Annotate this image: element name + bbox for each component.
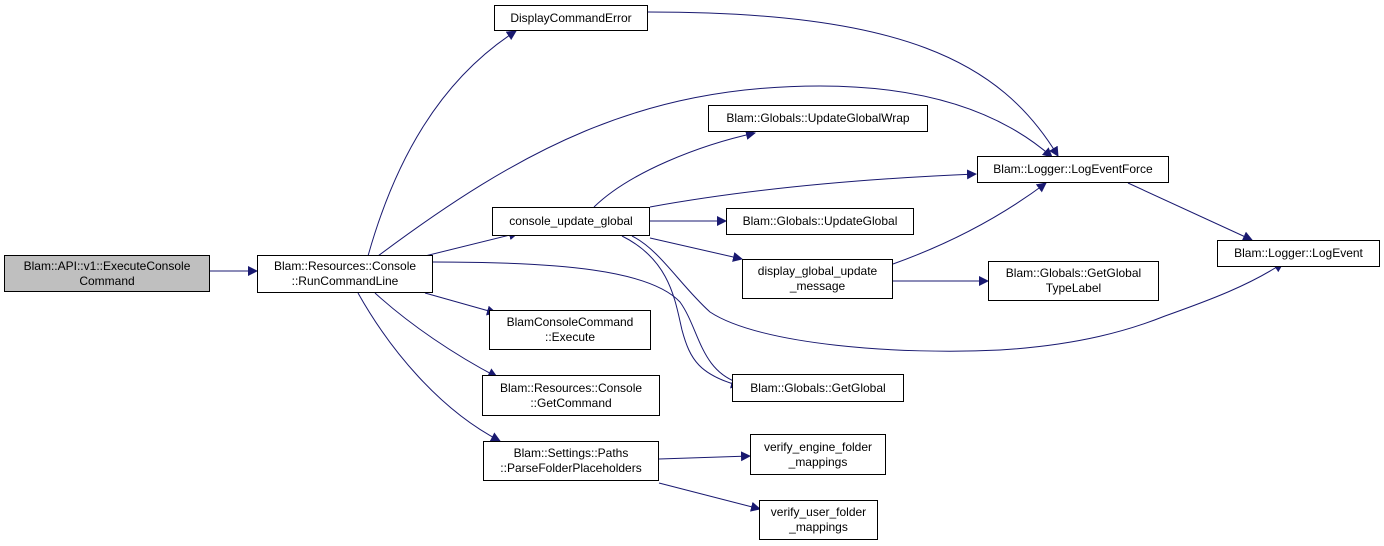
edge-consoleupdateglobal-to-logevent — [631, 235, 1284, 352]
node-log-event-force-label: Blam::Logger::LogEventForce — [993, 162, 1153, 176]
edge-runcommandline-to-getcommand — [374, 292, 498, 378]
node-display-global-update-message-line1: display_global_update — [757, 264, 878, 278]
node-verify-engine-folder-mappings-line2: _mappings — [788, 454, 848, 469]
edge-runcommandline-to-parsefolderplaceholders — [357, 292, 501, 442]
node-console-update-global-label: console_update_global — [509, 214, 633, 228]
node-update-global-label: Blam::Globals::UpdateGlobal — [742, 214, 898, 228]
node-display-command-error[interactable]: DisplayCommandError — [494, 5, 648, 31]
node-get-global-type-label-line2: TypeLabel — [1045, 281, 1102, 295]
node-blam-console-command-execute[interactable]: BlamConsoleCommand ::Execute — [489, 310, 651, 350]
node-display-command-error-label: DisplayCommandError — [510, 10, 632, 25]
node-get-global[interactable]: Blam::Globals::GetGlobal — [732, 374, 904, 402]
node-get-global-label: Blam::Globals::GetGlobal — [750, 380, 886, 395]
node-get-global-type-label[interactable]: Blam::Globals::GetGlobal TypeLabel — [988, 261, 1159, 301]
node-display-global-update-message[interactable]: display_global_update _message — [742, 259, 893, 299]
edge-consoleupdateglobal-to-updateglobalwrap — [593, 130, 756, 208]
edge-consoleupdateglobal-to-logeventforce — [649, 169, 977, 208]
node-log-event[interactable]: Blam::Logger::LogEvent — [1217, 240, 1380, 267]
edge-displayglobalupdatemessage-to-logeventforce — [892, 182, 1047, 265]
node-run-command-line-line2: ::RunCommandLine — [291, 274, 399, 288]
node-blam-console-command-execute-line1: BlamConsoleCommand — [506, 315, 634, 329]
node-parse-folder-placeholders-line1: Blam::Settings::Paths — [513, 446, 629, 460]
node-run-command-line[interactable]: Blam::Resources::Console ::RunCommandLin… — [257, 255, 433, 293]
node-verify-user-folder-mappings[interactable]: verify_user_folder _mappings — [759, 500, 878, 540]
node-console-update-global[interactable]: console_update_global — [492, 207, 650, 236]
node-execute-console-command: Blam::API::v1::ExecuteConsole Command — [4, 255, 210, 292]
edge-runcommandline-to-consoleupdateglobal — [424, 230, 519, 257]
node-blam-console-command-execute-line2: ::Execute — [544, 330, 596, 344]
edge-runcommandline-to-getglobal — [432, 261, 743, 387]
node-get-command-line1: Blam::Resources::Console — [499, 380, 643, 395]
node-verify-engine-folder-mappings[interactable]: verify_engine_folder _mappings — [750, 434, 886, 475]
edge-consoleupdateglobal-to-getglobal — [621, 235, 741, 389]
node-verify-user-folder-mappings-line2: _mappings — [789, 520, 848, 534]
edge-parsefolderplaceholders-to-verifyuser — [658, 482, 761, 512]
node-verify-user-folder-mappings-line1: verify_user_folder — [770, 505, 867, 519]
node-parse-folder-placeholders-line2: ::ParseFolderPlaceholders — [500, 461, 642, 475]
node-parse-folder-placeholders[interactable]: Blam::Settings::Paths ::ParseFolderPlace… — [483, 441, 659, 481]
edge-runcommandline-to-logeventforce — [377, 85, 1053, 257]
node-update-global[interactable]: Blam::Globals::UpdateGlobal — [726, 208, 914, 235]
node-get-global-type-label-line1: Blam::Globals::GetGlobal — [1005, 266, 1142, 280]
node-get-command-line2: ::GetCommand — [530, 395, 612, 410]
edge-runcommandline-to-blamconsolecommand — [424, 292, 497, 316]
node-get-command[interactable]: Blam::Resources::Console ::GetCommand — [482, 375, 660, 416]
node-verify-engine-folder-mappings-line1: verify_engine_folder — [763, 439, 873, 454]
node-update-global-wrap[interactable]: Blam::Globals::UpdateGlobalWrap — [708, 105, 928, 132]
node-update-global-wrap-label: Blam::Globals::UpdateGlobalWrap — [726, 111, 910, 125]
node-log-event-force[interactable]: Blam::Logger::LogEventForce — [977, 156, 1169, 183]
edge-parsefolderplaceholders-to-verifyengine — [658, 451, 751, 462]
node-log-event-label: Blam::Logger::LogEvent — [1234, 246, 1363, 260]
node-execute-console-command-line1: Blam::API::v1::ExecuteConsole — [23, 258, 191, 273]
edge-displaycommanderror-to-logeventforce — [647, 11, 1059, 157]
node-display-global-update-message-line2: _message — [789, 279, 846, 293]
node-run-command-line-line1: Blam::Resources::Console — [273, 259, 417, 273]
node-execute-console-command-line2: Command — [79, 273, 135, 288]
edge-runcommandline-to-displaycommanderror — [367, 30, 517, 257]
edge-logeventforce-to-logevent — [1127, 182, 1253, 241]
edge-consoleupdateglobal-to-displayglobalupdatemessage — [649, 237, 743, 262]
